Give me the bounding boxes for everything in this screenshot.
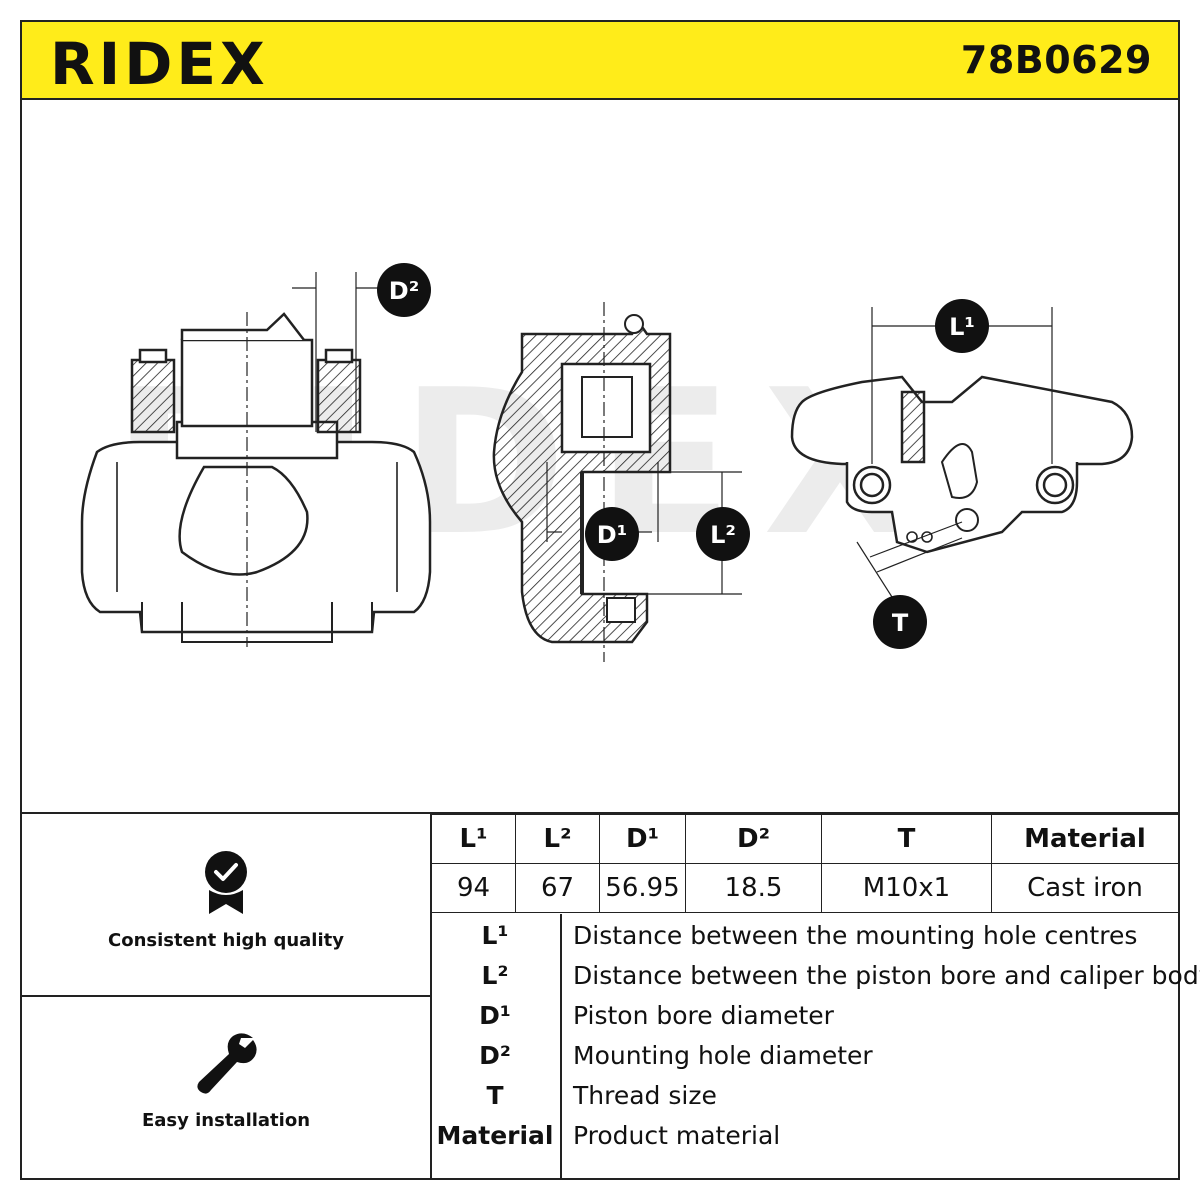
divider-features [20,995,431,997]
spec-header-l1: L¹ [431,814,516,864]
legend-key: L¹ [481,921,509,950]
callout-t: T [873,595,927,649]
spec-value-l2: 67 [515,863,600,913]
feature-installation-label: Easy installation [141,1110,311,1131]
caliper-section-view [492,302,742,662]
legend-key: L² [481,961,509,990]
drawing-canvas: RIDEX D² [80,263,1134,662]
legend-desc: Distance between the mounting hole centr… [573,921,1138,950]
divider-legend [560,914,562,1180]
spec-value-l1: 94 [431,863,516,913]
legend-key: D¹ [479,1001,511,1030]
legend-desc: Mounting hole diameter [573,1041,873,1070]
spec-header-d2: D² [685,814,822,864]
callout-l1-label: L¹ [949,313,975,341]
spec-header-material: Material [991,814,1179,864]
callout-l1: L¹ [935,299,989,353]
legend-desc: Piston bore diameter [573,1001,834,1030]
legend-desc: Thread size [573,1081,717,1110]
spec-value-d2: 18.5 [685,863,822,913]
legend-row: T Thread size [431,1076,1179,1116]
callout-d2-label: D² [389,277,419,305]
callout-l2-label: L² [710,521,736,549]
divider-drawing-bottom [20,812,1180,814]
spec-header-l2: L² [515,814,600,864]
callout-d1: D¹ [585,507,639,561]
legend-row: D¹ Piston bore diameter [431,996,1179,1036]
legend-row: Material Product material [431,1116,1179,1156]
feature-quality-label: Consistent high quality [108,930,344,951]
spec-table: L¹ L² D¹ D² T Material 94 67 56.95 18.5 … [431,814,1179,913]
legend-row: L² Distance between the piston bore and … [431,956,1200,996]
spec-header-t: T [821,814,992,864]
legend-key: T [486,1081,504,1110]
wrench-icon [197,1033,257,1094]
spec-value-t: M10x1 [821,863,992,913]
brand-logo: RIDEX [50,30,269,94]
feature-quality: Consistent high quality [22,850,430,951]
legend-key: Material [436,1121,554,1150]
legend-desc: Product material [573,1121,781,1150]
legend-key: D² [479,1041,511,1070]
legend: L¹ Distance between the mounting hole ce… [431,916,1200,1156]
legend-row: L¹ Distance between the mounting hole ce… [431,916,1179,956]
callout-d1-label: D¹ [597,521,627,549]
part-number: 78B0629 [960,38,1152,82]
legend-row: D² Mounting hole diameter [431,1036,1179,1076]
spec-table-header-row: L¹ L² D¹ D² T Material [431,814,1179,864]
feature-installation: Easy installation [22,1030,430,1131]
technical-drawing: RIDEX D² [22,102,1178,812]
callout-t-label: T [892,609,909,637]
spec-value-d1: 56.95 [599,863,686,913]
caliper-front-view [80,272,432,647]
spec-value-material: Cast iron [991,863,1179,913]
spec-table-value-row: 94 67 56.95 18.5 M10x1 Cast iron [431,863,1179,913]
legend-desc: Distance between the piston bore and cal… [573,961,1200,990]
quality-badge-icon [205,851,247,914]
brand-logo-text: RIDEX [50,30,269,94]
header-bar: RIDEX 78B0629 [20,20,1180,100]
callout-d2: D² [377,263,431,317]
caliper-side-view [790,307,1134,598]
spec-header-d1: D¹ [599,814,686,864]
divider-features-spec [430,812,432,1180]
callout-l2: L² [696,507,750,561]
